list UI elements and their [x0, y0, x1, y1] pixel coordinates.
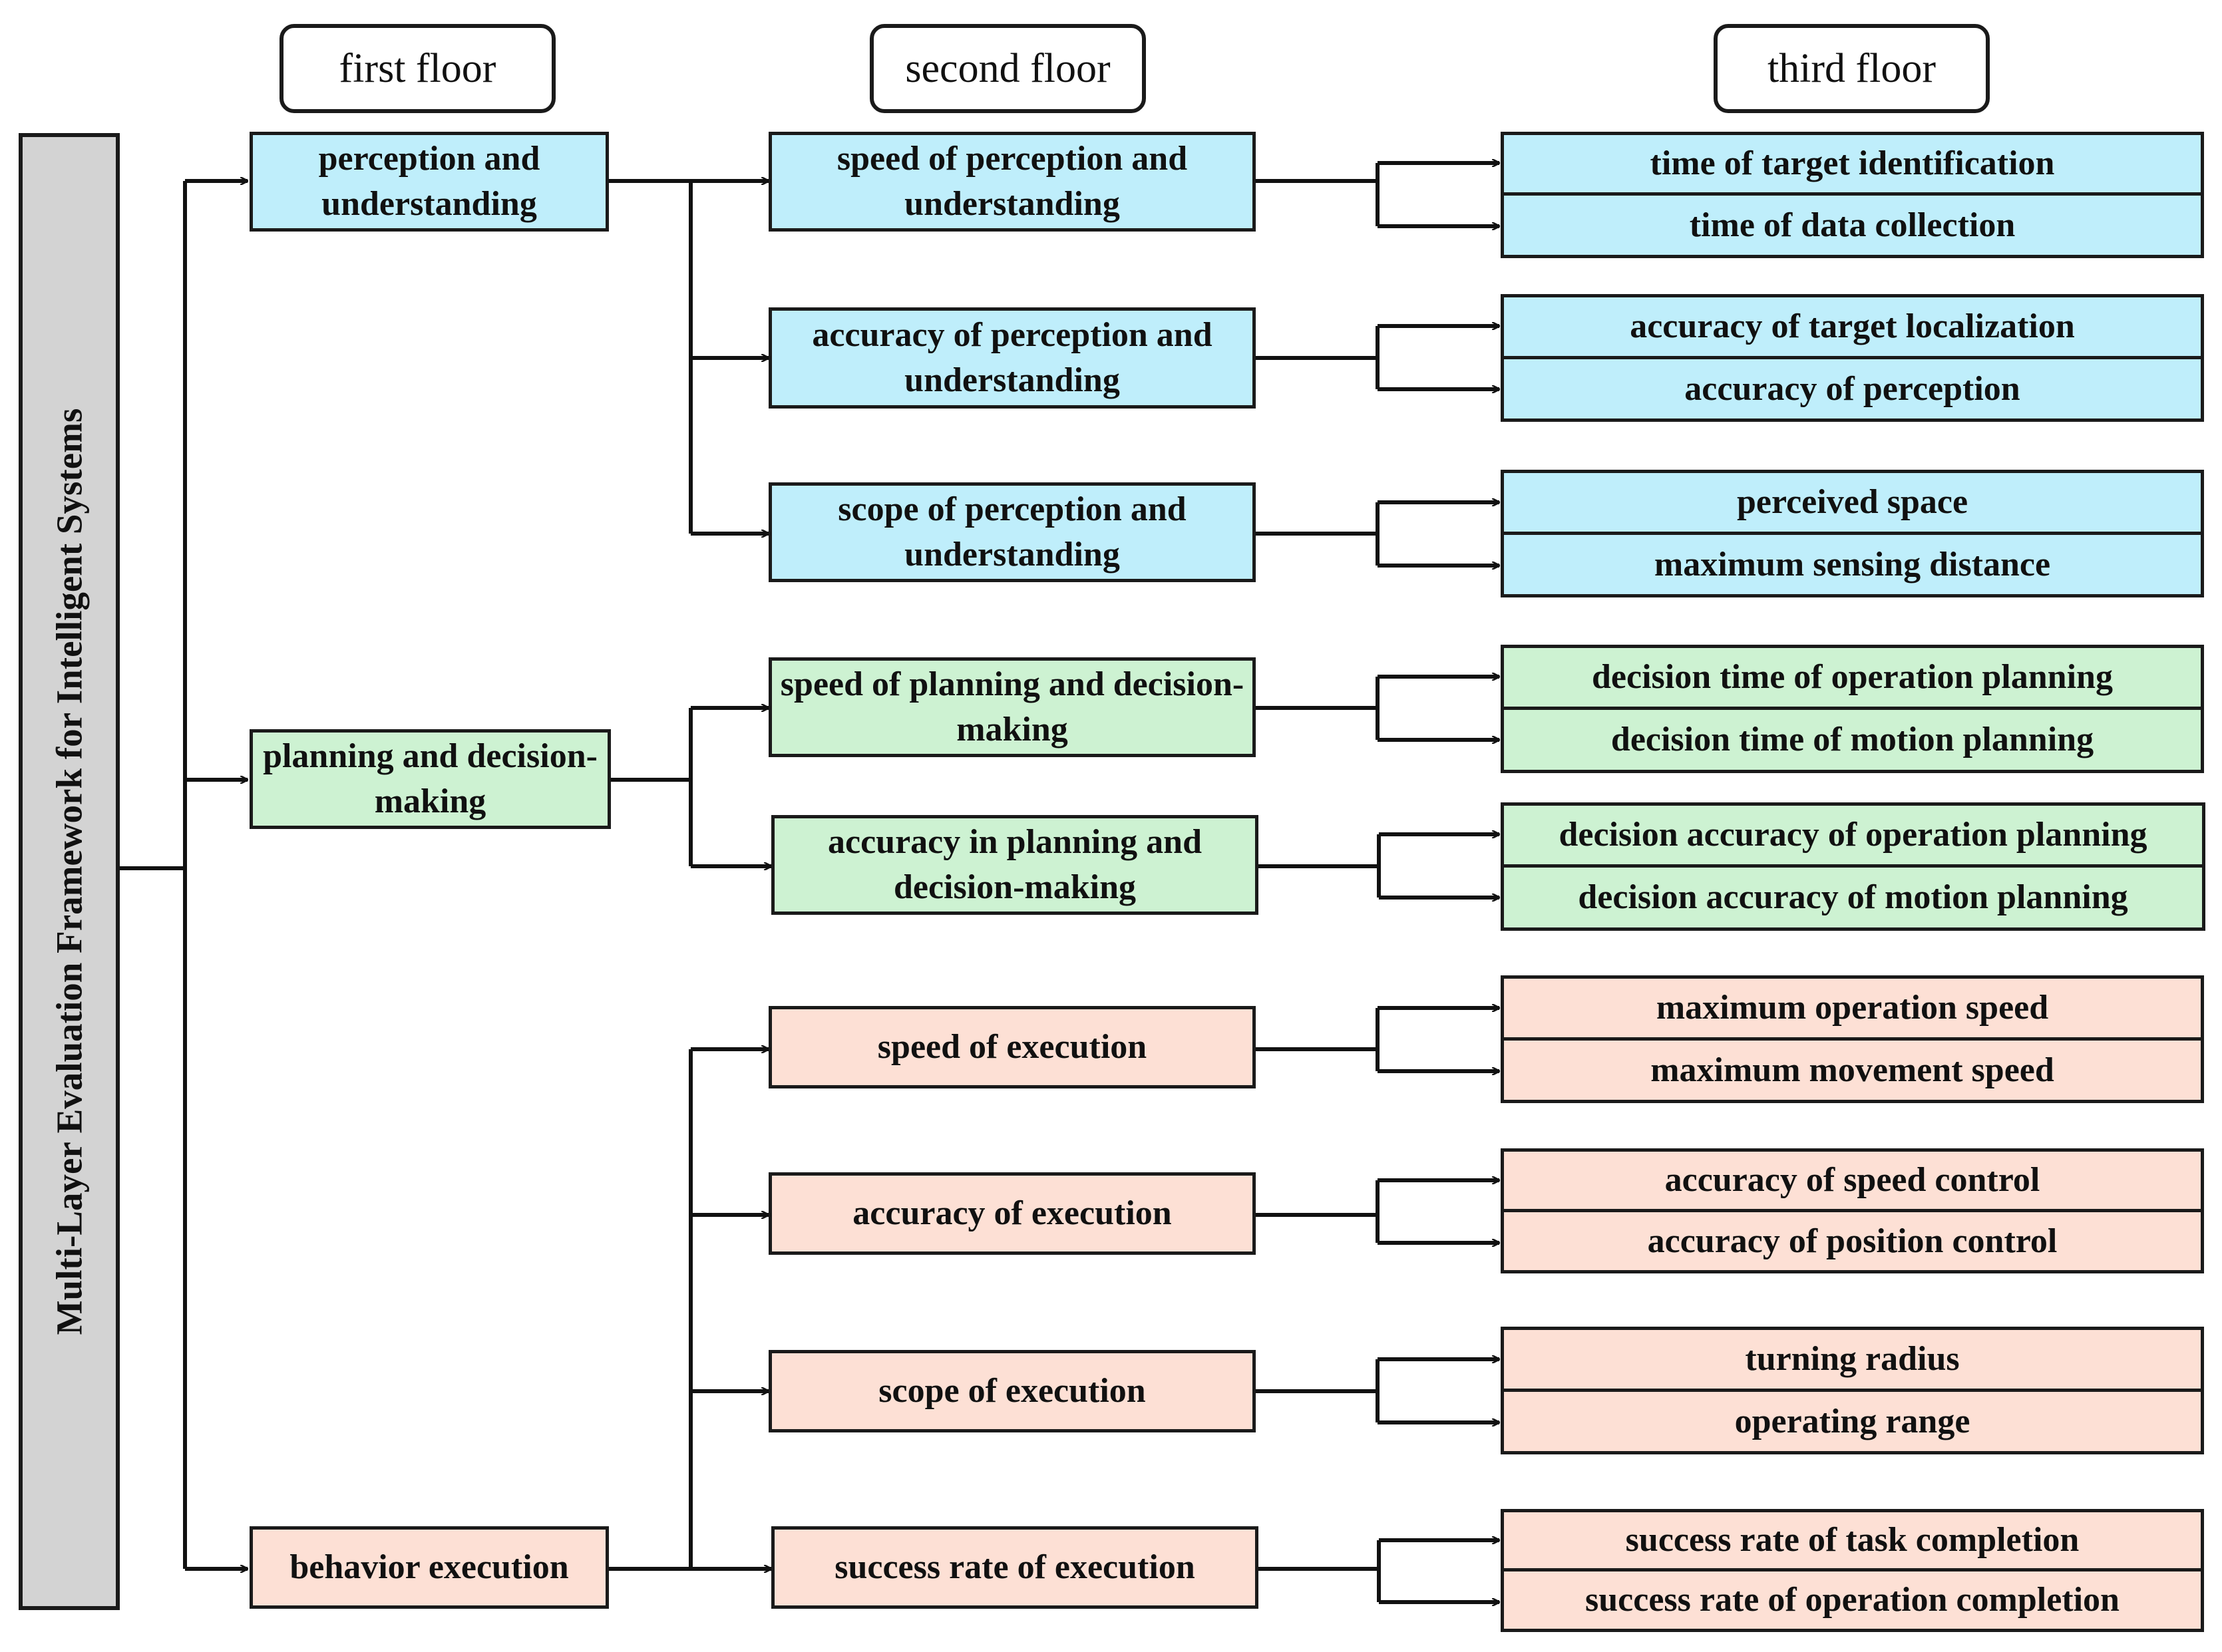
node-maximum-operation-speed: maximum operation speed: [1501, 975, 2204, 1041]
node-accuracy-position-control: accuracy of position control: [1501, 1209, 2204, 1273]
node-decision-accuracy-operation: decision accuracy of operation planning: [1501, 802, 2205, 868]
root-framework-box: Multi-Layer Evaluation Framework for Int…: [19, 133, 120, 1610]
node-scope-execution: scope of execution: [769, 1350, 1256, 1432]
node-perceived-space: perceived space: [1501, 470, 2204, 535]
node-accuracy-planning: accuracy in planning and decision-making: [771, 815, 1258, 915]
node-behavior-execution: behavior execution: [250, 1526, 609, 1609]
link-speed-execution: [1254, 1008, 1380, 1071]
node-decision-time-motion: decision time of motion planning: [1501, 707, 2204, 773]
node-planning-decision: planning and decision-making: [250, 729, 611, 829]
header-third-floor: third floor: [1714, 24, 1990, 113]
node-accuracy-perception: accuracy of perception and understanding: [769, 307, 1256, 409]
node-decision-accuracy-motion: decision accuracy of motion planning: [1501, 864, 2205, 931]
node-speed-planning: speed of planning and decision-making: [769, 657, 1256, 757]
header-first-floor: first floor: [279, 24, 556, 113]
link-scope-perception: [1254, 502, 1380, 566]
node-accuracy-perception-leaf: accuracy of perception: [1501, 356, 2204, 422]
node-accuracy-execution: accuracy of execution: [769, 1172, 1256, 1255]
link-accuracy-planning: [1257, 834, 1381, 898]
link-speed-perception: [1254, 161, 1499, 228]
node-accuracy-speed-control: accuracy of speed control: [1501, 1148, 2204, 1212]
link-scope-execution: [1254, 1359, 1380, 1422]
link-speed-planning: [1254, 677, 1380, 740]
link-perception-trunk: [608, 179, 693, 534]
node-turning-radius: turning radius: [1501, 1327, 2204, 1392]
link-success-execution: [1257, 1540, 1381, 1602]
link-accuracy-execution: [1254, 1180, 1380, 1243]
link-accuracy-perception: [1254, 326, 1380, 389]
root-title: Multi-Layer Evaluation Framework for Int…: [49, 408, 90, 1335]
node-scope-perception: scope of perception and understanding: [769, 482, 1256, 582]
node-time-target-identification: time of target identification: [1501, 132, 2204, 196]
node-maximum-sensing-distance: maximum sensing distance: [1501, 532, 2204, 597]
node-decision-time-operation: decision time of operation planning: [1501, 645, 2204, 710]
node-success-operation-completion: success rate of operation completion: [1501, 1568, 2204, 1632]
node-perception-understanding: perception and understanding: [250, 132, 609, 232]
node-operating-range: operating range: [1501, 1389, 2204, 1454]
node-speed-perception: speed of perception and understanding: [769, 132, 1256, 232]
node-accuracy-target-localization: accuracy of target localization: [1501, 294, 2204, 359]
node-maximum-movement-speed: maximum movement speed: [1501, 1037, 2204, 1103]
node-success-execution: success rate of execution: [771, 1526, 1258, 1609]
header-second-floor: second floor: [870, 24, 1146, 113]
node-time-data-collection: time of data collection: [1501, 192, 2204, 258]
node-success-task-completion: success rate of task completion: [1501, 1509, 2204, 1571]
node-speed-execution: speed of execution: [769, 1006, 1256, 1088]
